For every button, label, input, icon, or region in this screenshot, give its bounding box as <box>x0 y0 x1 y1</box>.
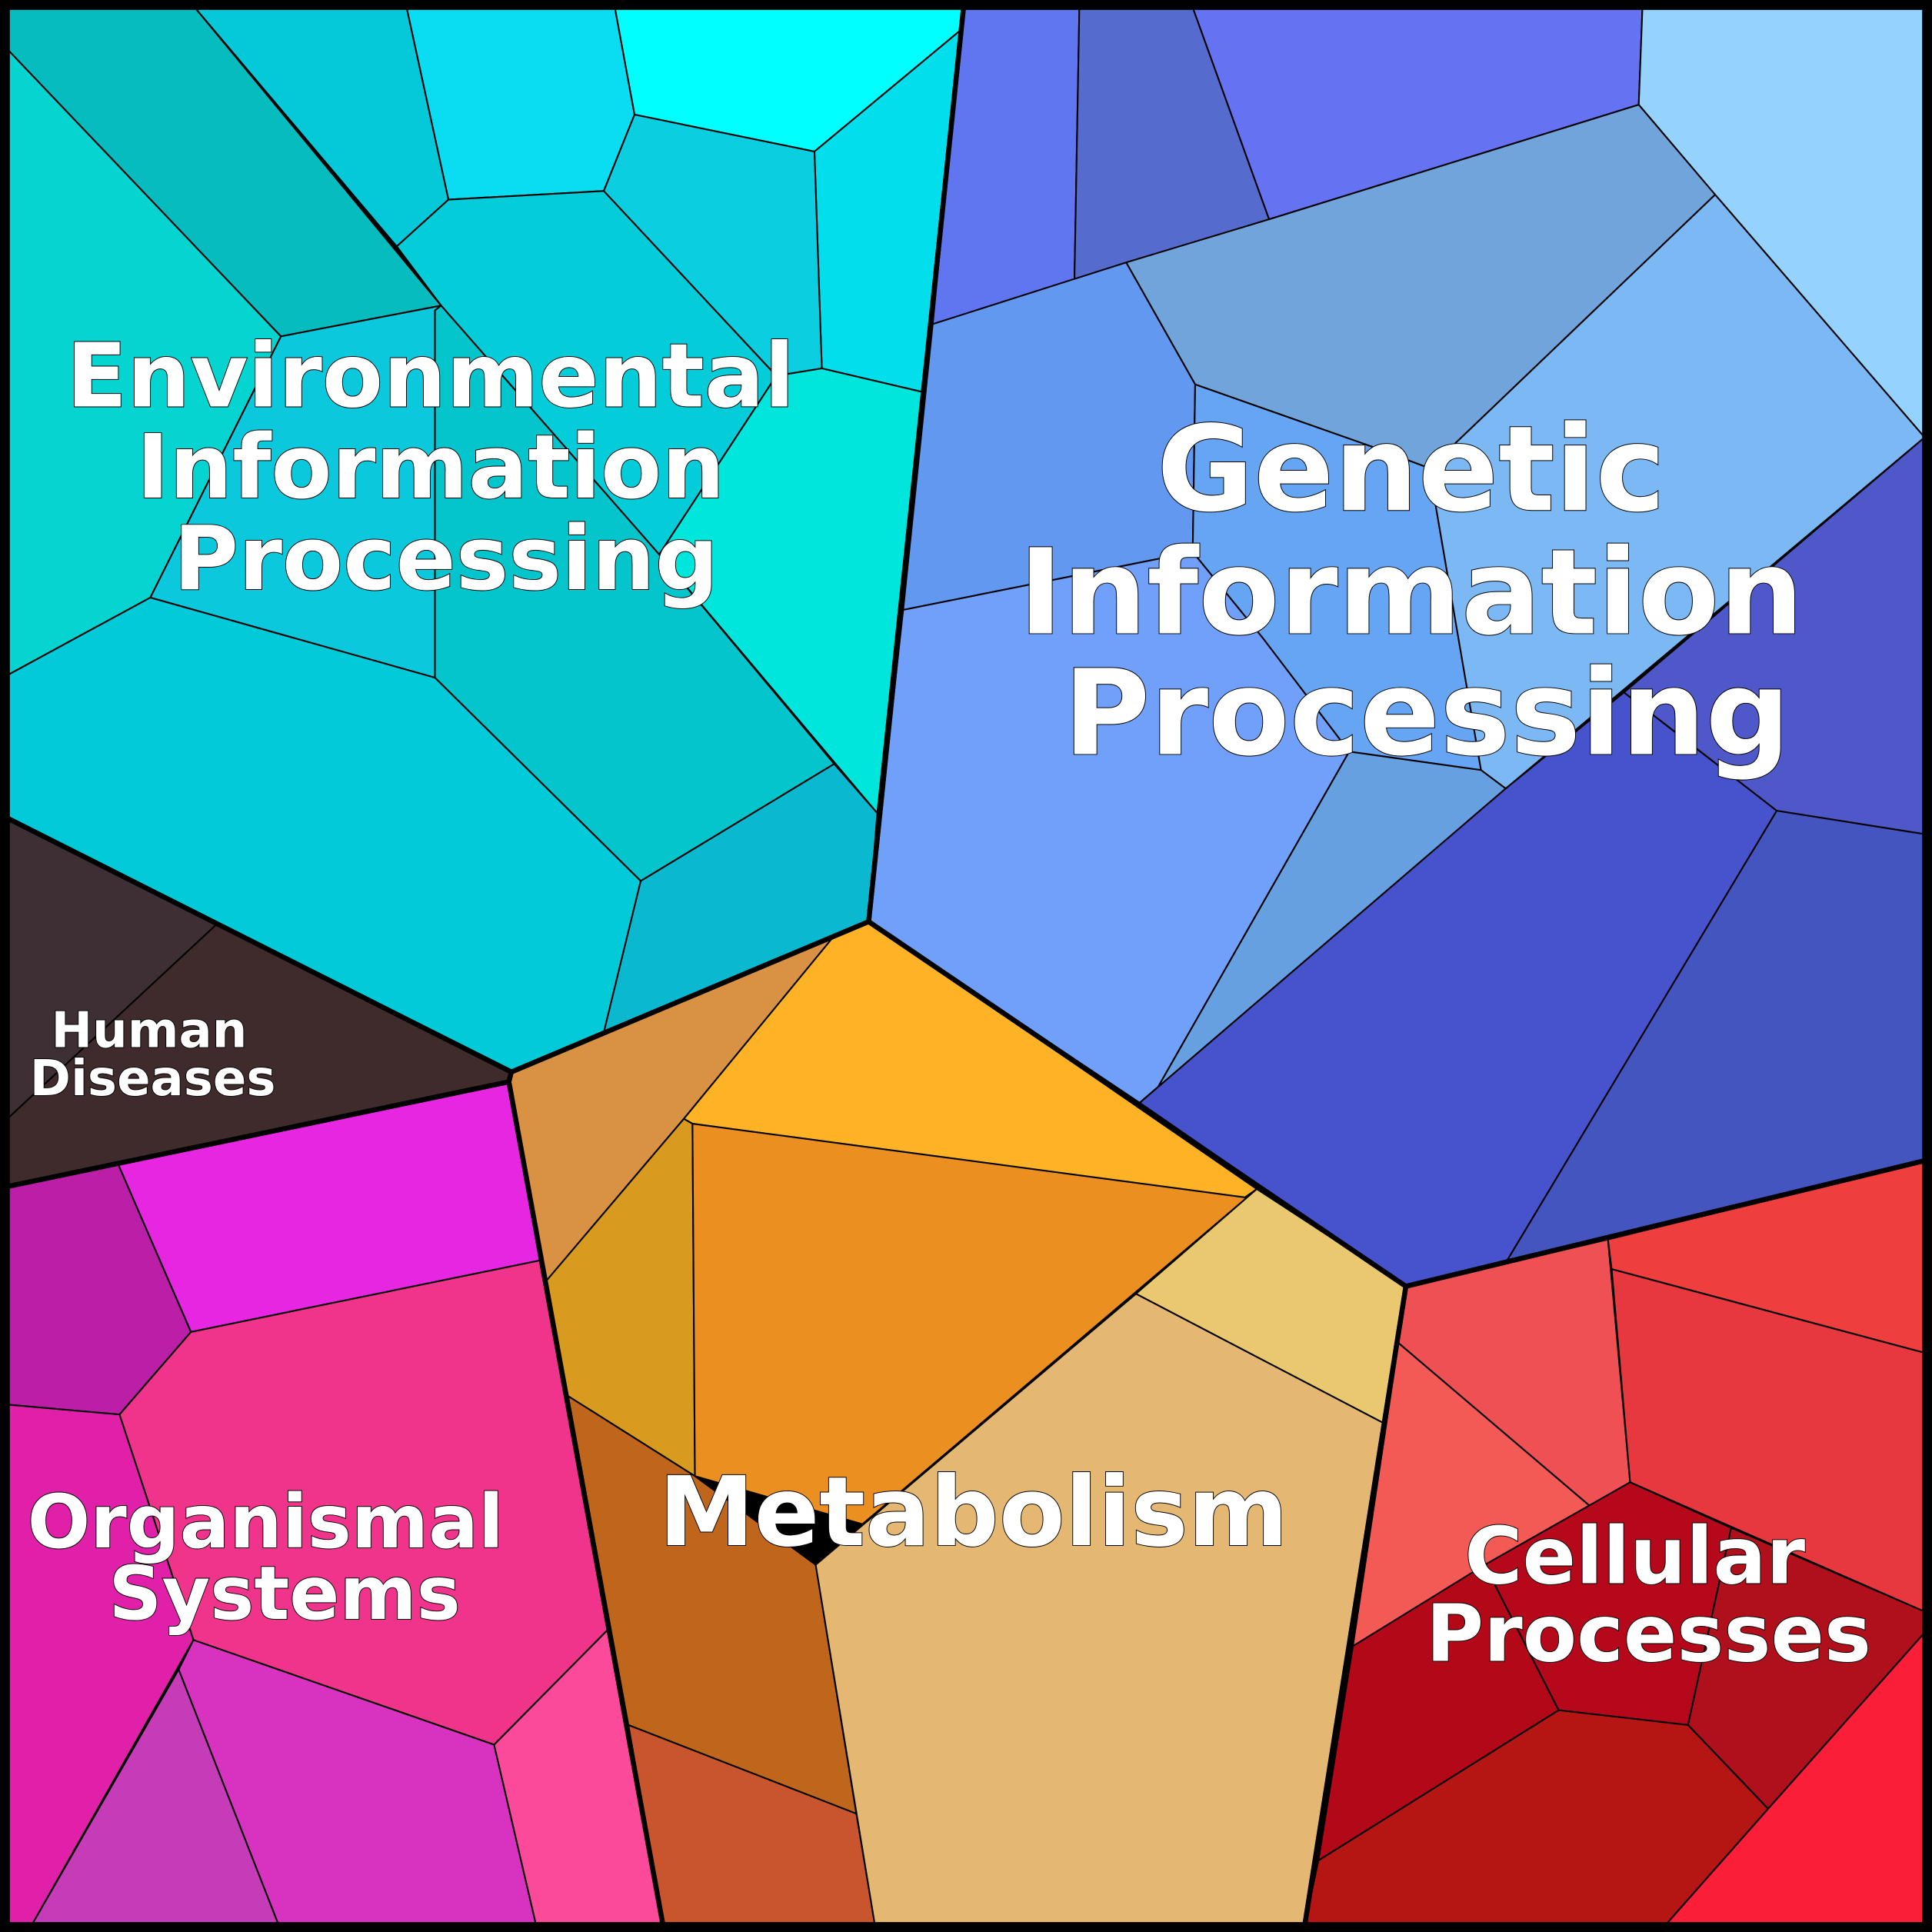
cell[interactable] <box>1428 194 1926 790</box>
labels: Environmental Information Processing Gen… <box>27 325 1872 1681</box>
metabolism-cells <box>508 921 1407 1926</box>
label-environmental: Environmental Information Processing <box>66 325 825 611</box>
environmental-cells <box>6 6 964 1073</box>
cellular-cells <box>1304 1160 1926 1926</box>
label-genetic: Genetic Information Processing <box>1019 401 1845 782</box>
organismal-cells <box>6 1081 664 1926</box>
genetic-cells <box>868 6 1926 1287</box>
label-human-diseases: Human Diseases <box>30 1003 276 1108</box>
label-cellular: Cellular Processes <box>1426 1511 1871 1681</box>
label-organismal: Organismal Systems <box>28 1479 530 1637</box>
label-metabolism: Metabolism <box>658 1457 1288 1568</box>
